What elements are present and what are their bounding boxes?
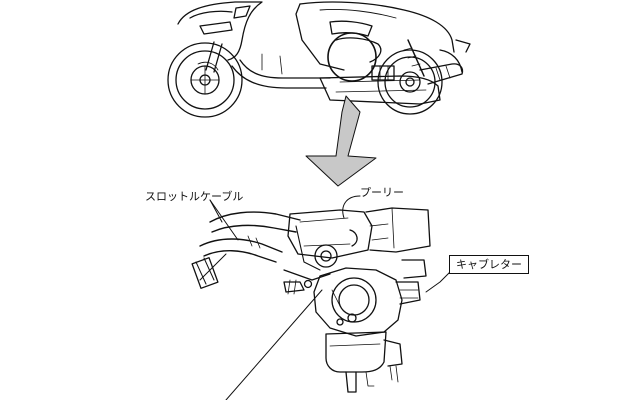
zoom-pointer-arrow xyxy=(305,95,377,187)
pulley xyxy=(283,209,373,289)
leader-lines xyxy=(209,195,453,400)
rear-wheel xyxy=(377,49,443,115)
carburetor-illustration xyxy=(191,207,431,393)
throttle-cable xyxy=(191,211,301,289)
scooter-illustration xyxy=(167,1,471,118)
carburetor-label: キャブレター xyxy=(449,255,529,274)
pulley-label: プーリー xyxy=(360,186,404,199)
front-wheel xyxy=(167,42,243,118)
zoom-circle xyxy=(327,32,377,82)
throttle-cable-label: スロットルケーブル xyxy=(145,190,244,203)
